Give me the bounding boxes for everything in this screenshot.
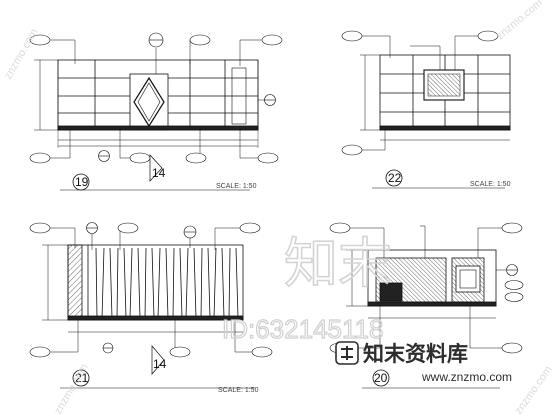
floor-band xyxy=(67,315,244,321)
brand-name: 知末资料库 xyxy=(363,342,468,366)
elevation-20 xyxy=(340,225,506,349)
drawing-number-marker-22 xyxy=(385,169,403,187)
section-marker-14-left xyxy=(149,154,163,182)
floor-band xyxy=(379,125,511,131)
drawing-number-22: 22 xyxy=(388,171,402,185)
section-marker-14-bottom xyxy=(151,345,165,375)
scale-label-21: SCALE: 1:50 xyxy=(218,387,259,394)
watermark-diagonal: znzmo.com xyxy=(494,0,545,42)
section-ref-label: 14 xyxy=(153,357,167,371)
elevation-21-tags xyxy=(29,222,273,358)
watermark-id: ID:632145118 xyxy=(222,314,383,344)
floor-band xyxy=(367,301,497,307)
drawing-number-20: 20 xyxy=(374,371,388,385)
drawing-number-marker-20 xyxy=(372,369,390,387)
drawing-number-21: 21 xyxy=(75,371,89,385)
scale-label-22: SCALE: 1:50 xyxy=(470,181,511,188)
elevation-22-tags xyxy=(341,30,499,156)
elevation-19-tags xyxy=(29,32,283,164)
dark-panel xyxy=(379,282,403,302)
brand-url: www.znzmo.com xyxy=(421,370,512,384)
elevation-21-wall xyxy=(67,244,244,321)
elevation-21 xyxy=(40,227,262,353)
watermark-brand: 知末资料库 www.znzmo.com xyxy=(335,341,512,384)
section-ref-label: 14 xyxy=(152,166,166,180)
brand-logo-icon xyxy=(335,341,359,365)
scale-label-19: SCALE: 1:50 xyxy=(216,183,257,190)
elevation-19 xyxy=(34,39,268,159)
elevation-22 xyxy=(352,35,511,151)
floor-band xyxy=(57,125,259,131)
drawing-number-marker-21 xyxy=(72,369,90,387)
elevation-20-tags xyxy=(329,222,524,354)
watermark-diagonal: znzmo.com xyxy=(2,27,41,82)
watermark-diagonal: znzmo.com xyxy=(52,362,91,417)
side-post xyxy=(67,244,83,321)
watermark-diagonal: znzmo.com xyxy=(513,364,555,417)
drawing-number-19: 19 xyxy=(75,175,89,189)
watermark-site-cn: 知末 xyxy=(284,234,392,294)
